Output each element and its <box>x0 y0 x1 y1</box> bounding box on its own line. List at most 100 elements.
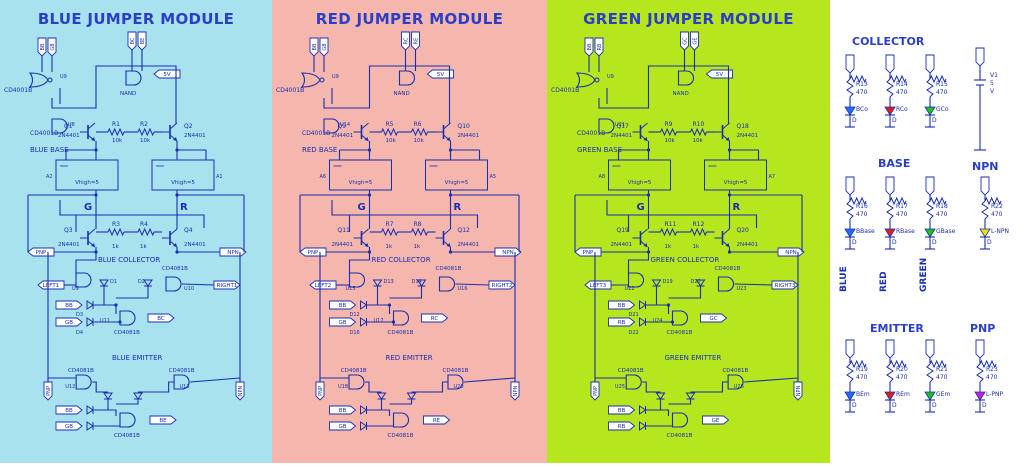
diode-ref: D20 <box>691 279 701 285</box>
port-flag-shape <box>55 300 83 310</box>
source-ref: V1 <box>990 72 998 79</box>
junction-dot <box>448 193 453 197</box>
wire <box>366 409 391 416</box>
port-flag-shape <box>43 381 53 401</box>
transistor-type: 2N4401 <box>332 133 354 139</box>
comparator-ref: A2 <box>46 174 53 180</box>
and-gate-body <box>348 272 366 288</box>
port-flag-shape <box>37 280 65 290</box>
port-label: GB <box>65 424 73 430</box>
gate-ref: U13 <box>180 384 190 390</box>
port-label: RIGHT3 <box>775 283 796 289</box>
resistor-symbol <box>411 227 428 237</box>
resistor-ref: R13 <box>856 81 868 88</box>
and-gate-body <box>398 70 416 86</box>
resistor-ref: R5 <box>386 121 394 128</box>
led-ref: D <box>892 239 897 246</box>
port-flag-shape <box>584 37 594 57</box>
diode-ref: D12 <box>350 312 360 318</box>
emitter-gate-out <box>392 412 410 428</box>
port-label: BB <box>65 408 73 414</box>
diode-triangle <box>360 405 368 415</box>
port-flag-shape <box>925 339 935 359</box>
diode-triangle <box>416 279 427 287</box>
source-unit: V <box>990 88 995 95</box>
gate-ref: U21 <box>615 122 625 128</box>
collector-diode-2 <box>143 279 153 287</box>
collector-diode-3 <box>360 300 368 310</box>
wire <box>668 399 692 405</box>
port-label: LEFT1 <box>43 283 59 289</box>
collector-gate-out <box>671 310 689 326</box>
collector-pin-1: BB <box>55 300 83 310</box>
wire <box>138 381 175 393</box>
resistor-symbol <box>889 74 907 84</box>
emitter-diode-1 <box>103 392 113 400</box>
transistor-bottom-right <box>162 228 178 248</box>
led-symbol <box>924 391 936 401</box>
nand-gate <box>125 70 142 86</box>
collector-pin-1: BB <box>608 300 636 310</box>
port-flag-shape <box>608 405 636 415</box>
transistor-collector <box>169 122 178 130</box>
port-label: BB <box>618 408 626 414</box>
inverter-gate <box>51 118 68 134</box>
resistor-symbol <box>137 227 155 237</box>
junction-dot <box>391 320 396 324</box>
port-flag-shape <box>488 280 516 290</box>
led-symbol <box>844 391 856 401</box>
port-flag-shape <box>127 31 137 51</box>
and-gate-body <box>119 310 136 326</box>
port-label: NPN <box>513 385 519 396</box>
transistor-type: 2N4401 <box>58 133 80 139</box>
resistor-symbol <box>846 363 854 383</box>
emitter-pin-1: BB <box>329 405 357 415</box>
port-label: BE <box>159 418 167 424</box>
port-flag-shape <box>975 339 985 359</box>
module-title: BLUE JUMPER MODULE <box>37 10 235 28</box>
emitter-gate-out <box>119 412 136 428</box>
wire <box>181 283 215 286</box>
wire <box>51 65 177 124</box>
emitter-gate-left <box>75 374 92 390</box>
resistor-symbol <box>381 127 398 137</box>
diode-triangle <box>685 392 696 400</box>
gate-ref: U26 <box>734 384 744 390</box>
diode-triangle <box>639 300 647 310</box>
collector-out-port: BC <box>147 313 175 323</box>
port-flag-shape <box>55 317 83 327</box>
r-label: R <box>454 202 462 213</box>
port-flag-shape <box>925 54 935 74</box>
supply-port <box>975 339 985 359</box>
inverter-gate <box>323 118 340 134</box>
transistor-top-right <box>162 122 178 142</box>
vertical-port: GC <box>680 31 689 51</box>
port-label: BE <box>140 38 146 45</box>
nor-gate-bubble <box>47 77 53 83</box>
resistor-symbol <box>849 359 867 369</box>
comparator-label: Vhigh=5 <box>75 180 99 186</box>
transistor-type: 2N4401 <box>737 242 759 248</box>
supply-port <box>925 339 935 359</box>
resistor-value: 1k <box>693 244 700 250</box>
emitter-pnp-port: PNP <box>590 381 600 401</box>
transistor-ref: Q9 <box>338 123 347 130</box>
port-label: GB <box>338 320 346 326</box>
port-label: BB <box>339 303 347 309</box>
transistor-collector <box>443 122 451 130</box>
port-flag-shape <box>309 280 337 290</box>
resistor-symbol <box>886 363 894 383</box>
port-label: PNP <box>36 250 47 256</box>
resistor-value: 10k <box>414 138 425 144</box>
port-label: GB <box>50 43 56 51</box>
transistor-bottom-left <box>353 228 369 248</box>
port-flag-shape <box>584 280 612 290</box>
port-flag-shape <box>702 415 730 425</box>
collector-diode-1 <box>372 279 383 287</box>
port-flag-shape <box>329 300 357 310</box>
wire <box>455 283 490 286</box>
port-flag-shape <box>37 37 47 57</box>
transistor-ref: Q20 <box>737 227 750 234</box>
port-flag-shape <box>980 176 990 196</box>
